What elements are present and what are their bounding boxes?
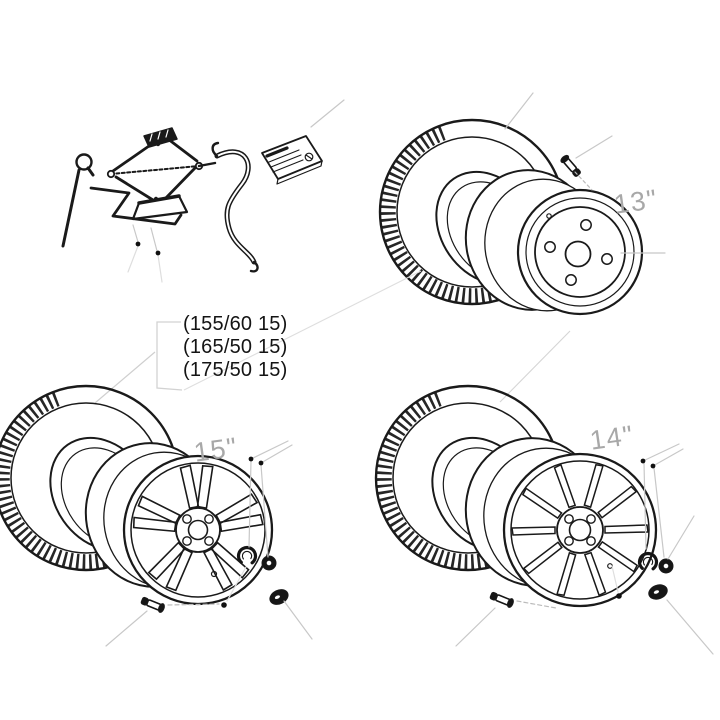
hub-bore — [564, 240, 592, 268]
steel-wheel-13 — [464, 169, 644, 316]
callout-dot — [258, 460, 264, 466]
tow-hook-cable — [211, 141, 259, 273]
callout-dot — [135, 241, 141, 247]
callout-dot — [640, 458, 646, 464]
label-wheel-15: 15" — [192, 431, 240, 468]
tire-size-line: (175/50 15) — [183, 359, 288, 381]
tire-size-line: (155/60 15) — [183, 313, 288, 335]
hub — [556, 506, 604, 554]
alloy-wheel-14 — [464, 437, 658, 608]
wheel-13-group — [378, 92, 666, 316]
wheel-15-group — [0, 384, 313, 647]
callout-dot — [650, 463, 656, 469]
nut-14 — [658, 558, 674, 574]
alloy-wheel-15 — [84, 442, 274, 606]
label-wheel-13: 13" — [612, 183, 660, 220]
wheel-14-group — [374, 384, 714, 655]
callout-dot — [155, 250, 161, 256]
wheel-13-leader-lines — [504, 92, 666, 254]
scissor-jack — [106, 127, 217, 221]
tool-kit-leader-lines — [127, 99, 345, 283]
wheel-15-leader-lines — [105, 440, 313, 647]
lug-nut-14 — [646, 581, 670, 603]
size-callout-group — [94, 270, 571, 404]
callout-dot — [221, 602, 227, 608]
wheel-14-leader-lines — [455, 443, 714, 655]
tool-kit-group — [61, 99, 345, 283]
callout-dot — [248, 456, 254, 462]
valve-stem-13 — [558, 153, 583, 179]
label-wheel-14: 14" — [588, 419, 636, 456]
valve-stem-15 — [139, 595, 167, 615]
nut-15 — [261, 555, 277, 571]
lug-wrench — [61, 153, 95, 248]
hub — [175, 507, 221, 553]
valve-stem-14 — [488, 590, 516, 610]
instruction-sticker — [261, 135, 323, 185]
tire-size-line: (165/50 15) — [183, 336, 288, 358]
jack-handle — [89, 186, 183, 226]
tire-size-callout: (155/60 15) (165/50 15) (175/50 15) — [183, 313, 288, 382]
callout-dot — [616, 593, 622, 599]
